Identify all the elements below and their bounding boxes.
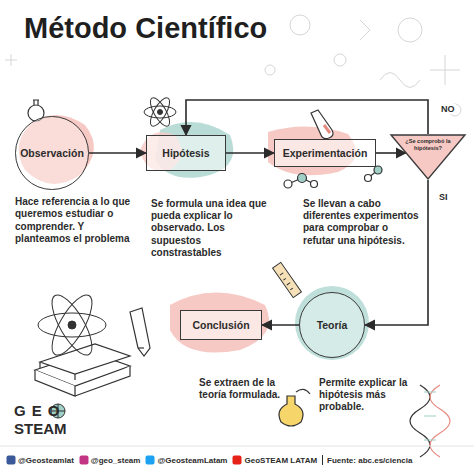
ruler-icon — [273, 262, 302, 297]
node-heading: Teoría — [317, 319, 348, 331]
footer-bar: @Geosteamlat @geo_steam @GeosteamLatam GeoS… — [6, 452, 468, 468]
hypothesis-box: HipótesisSe formula una idea que pueda e… — [146, 135, 226, 171]
footer-text: Fuente: abc.es/ciencia — [327, 456, 412, 465]
experiment-box: ExperimentaciónSe llevan a cabo diferent… — [274, 139, 376, 167]
social-icon — [79, 455, 89, 465]
diagram-title: Método Científico — [24, 12, 267, 45]
flow-arrow — [376, 152, 406, 154]
decision-triangle: ¿Se comprobó la hipótesis? — [390, 134, 466, 180]
footer-text: GeoSTEAM LATAM — [244, 456, 317, 465]
social-icon-shape — [79, 456, 88, 465]
triangle-path — [391, 135, 465, 179]
footer-item: @geo_steam — [79, 455, 141, 465]
footer-item: Fuente: abc.es/ciencia — [322, 455, 412, 465]
flask-icon — [279, 389, 310, 426]
color-blob — [295, 286, 369, 360]
footer-item: @GeosteamLatam — [145, 455, 227, 465]
molecule-icon — [365, 166, 383, 182]
footer-text: @GeosteamLatam — [157, 456, 227, 465]
pencil-icon — [130, 308, 150, 356]
edge-label: NO — [440, 104, 456, 114]
node-description: Se llevan a cabo diferentes experimentos… — [303, 198, 419, 247]
social-icon — [232, 455, 242, 465]
node-description: Permite explicar la hipótesis más probab… — [319, 377, 431, 414]
social-icon-shape — [233, 456, 242, 465]
footer-item: @Geosteamlat — [6, 455, 74, 465]
flow-arrow — [262, 324, 299, 326]
social-icon-shape — [7, 456, 16, 465]
social-icon-shape — [146, 456, 155, 465]
flow-arrow — [89, 152, 146, 154]
node-heading: Hipótesis — [162, 147, 209, 159]
node-description: Se formula una idea que pueda explicar l… — [151, 198, 269, 259]
footer-text: @geo_steam — [91, 456, 141, 465]
molecule-icon — [284, 174, 318, 189]
color-blob — [170, 293, 269, 353]
node-heading: Conclusión — [192, 319, 249, 331]
decision-text: ¿Se comprobó la hipótesis? — [402, 138, 454, 151]
social-icon — [145, 455, 155, 465]
atom-illustration — [38, 290, 106, 361]
edge-label: SI — [438, 192, 449, 202]
node-description: Se extraen de la teoría formulada. — [199, 377, 299, 401]
node-heading: Experimentación — [283, 147, 368, 159]
footer-rule — [0, 446, 474, 447]
test-tube-icon — [311, 110, 333, 139]
logo-text: GEO — [14, 402, 65, 419]
footer-item: GeoSTEAM LATAM — [232, 455, 317, 465]
flow-arrow — [186, 100, 428, 135]
observation-circle: ObservaciónHace referencia a lo que quer… — [15, 116, 89, 190]
social-icon — [6, 455, 16, 465]
logo-text: STEAM — [14, 420, 67, 437]
theory-circle: TeoríaPermite explicar la hipótesis más … — [299, 292, 365, 358]
flow-arrow — [226, 152, 274, 154]
books-illustration — [35, 344, 130, 396]
node-description: Hace referencia a lo que queremos estudi… — [15, 196, 137, 245]
separator — [322, 455, 323, 465]
atom-icon — [144, 95, 176, 129]
conclusion-box: ConclusiónSe extraen de la teoría formul… — [180, 310, 262, 340]
node-heading: Observación — [20, 147, 84, 159]
footer-text: @Geosteamlat — [18, 456, 74, 465]
